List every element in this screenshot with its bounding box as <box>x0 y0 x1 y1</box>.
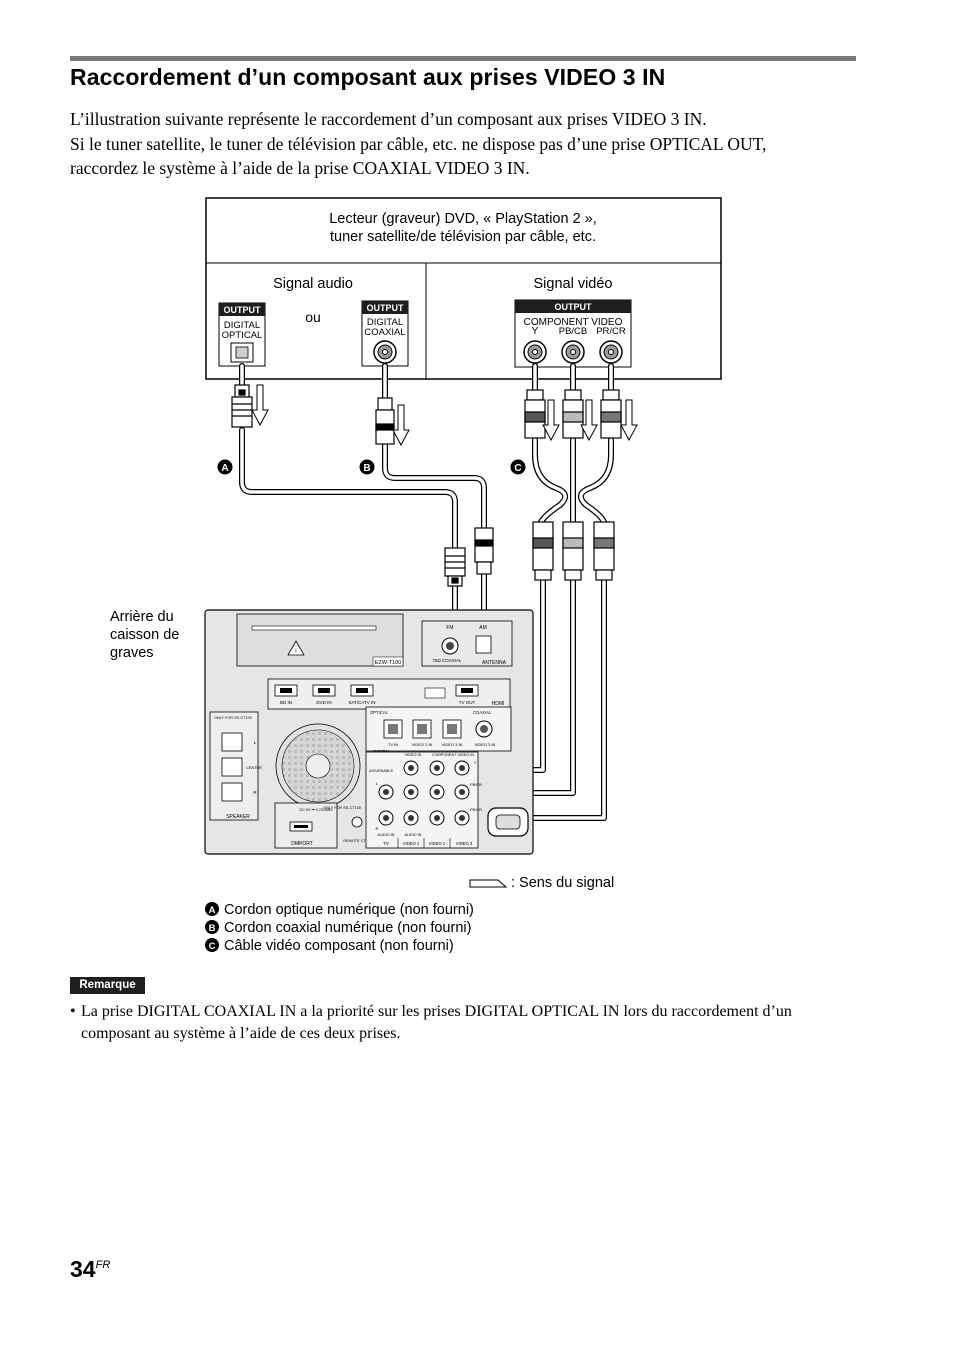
cables <box>239 363 614 821</box>
svg-text:C: C <box>514 463 521 474</box>
svg-text:PB/CB: PB/CB <box>470 783 482 787</box>
coaxial-output-jack: OUTPUT DIGITAL COAXIAL <box>361 300 409 367</box>
svg-text:caisson de: caisson de <box>110 627 179 643</box>
svg-text:TV OUT: TV OUT <box>459 700 476 705</box>
svg-text:PB/CB: PB/CB <box>559 326 588 337</box>
cable-legend: A Cordon optique numérique (non fourni) … <box>205 902 474 954</box>
svg-text:VIDEO IN: VIDEO IN <box>405 753 422 757</box>
svg-text:DIGITAL: DIGITAL <box>224 320 260 331</box>
svg-text:C: C <box>209 941 216 952</box>
svg-text:Y: Y <box>474 760 477 765</box>
intro-paragraph: L’illustration suivante représente le ra… <box>70 107 870 181</box>
signal-video-label: Signal vidéo <box>534 276 613 292</box>
note-body: La prise DIGITAL COAXIAL IN a la priorit… <box>81 1003 792 1042</box>
svg-text:EZW-T100: EZW-T100 <box>375 660 402 666</box>
svg-text:AUDIO IN: AUDIO IN <box>378 833 395 837</box>
svg-text:VIDEO 2: VIDEO 2 <box>429 841 446 846</box>
svg-text:SPEAKER: SPEAKER <box>226 814 250 820</box>
svg-text:: Sens du signal: : Sens du signal <box>511 875 614 891</box>
svg-text:Y: Y <box>532 326 539 337</box>
svg-text:ANTENNA: ANTENNA <box>482 660 507 666</box>
svg-text:COAXIAL: COAXIAL <box>364 327 405 338</box>
svg-text:A: A <box>221 463 228 474</box>
svg-text:COMPONENT VIDEO: COMPONENT VIDEO <box>524 317 623 328</box>
remarque-badge: Remarque <box>70 977 145 994</box>
svg-text:OUTPUT: OUTPUT <box>555 302 593 312</box>
svg-text:ASSIGNABLE: ASSIGNABLE <box>369 769 394 773</box>
svg-text:FM: FM <box>446 625 453 631</box>
svg-text:TV IN: TV IN <box>388 742 398 747</box>
svg-text:PR/CR: PR/CR <box>470 808 482 812</box>
source-title-1: Lecteur (graveur) DVD, « PlayStation 2 »… <box>329 211 597 227</box>
legend-a-text: Cordon optique numérique (non fourni) <box>224 902 474 918</box>
svg-text:VIDEO 3: VIDEO 3 <box>456 841 473 846</box>
source-title-2: tuner satellite/de télévision par câble,… <box>330 229 596 245</box>
svg-text:REMOTE CTRL: REMOTE CTRL <box>343 839 370 843</box>
svg-text:COMPONENT VIDEO IN: COMPONENT VIDEO IN <box>432 753 475 757</box>
svg-text:VIDEO 1: VIDEO 1 <box>403 841 420 846</box>
svg-text:OPTICAL: OPTICAL <box>222 330 263 341</box>
svg-text:graves: graves <box>110 645 154 661</box>
subwoofer-rear-panel: ! EZW-T100 FM AM 75Ω COAXIAL ANTENNA BD … <box>204 609 534 855</box>
svg-text:DIGITAL: DIGITAL <box>367 317 403 328</box>
svg-text:A: A <box>209 905 216 916</box>
svg-text:COAXIAL: COAXIAL <box>473 710 492 715</box>
cable-letter-markers: A B C <box>217 459 526 475</box>
svg-text:DIGITAL: DIGITAL <box>373 749 391 754</box>
page-language-suffix: FR <box>95 1259 111 1271</box>
svg-text:ONLY FOR SS-CT100: ONLY FOR SS-CT100 <box>323 806 361 810</box>
svg-text:TV: TV <box>383 841 389 846</box>
svg-text:DC 5V ⎓ 0.7A MAX: DC 5V ⎓ 0.7A MAX <box>299 808 333 812</box>
section-title: Raccordement d’un composant aux prises V… <box>70 64 666 90</box>
svg-text:DVD IN: DVD IN <box>316 700 331 705</box>
title-rule <box>70 56 856 61</box>
component-output-jacks: OUTPUT COMPONENT VIDEO Y PB/CB PR/CR <box>514 299 632 368</box>
signal-direction-arrows <box>251 384 638 447</box>
svg-text:VIDEO 3 IN: VIDEO 3 IN <box>442 742 463 747</box>
intro-line-3: raccordez le système à l’aide de la pris… <box>70 158 530 178</box>
svg-text:SAT/CATV IN: SAT/CATV IN <box>348 700 375 705</box>
svg-text:B: B <box>209 923 216 934</box>
svg-text:DMPORT: DMPORT <box>291 841 313 847</box>
cable-c-marker <box>510 459 526 475</box>
svg-text:L: L <box>376 781 379 786</box>
cable-b-marker <box>359 459 375 475</box>
intro-line-2: Si le tuner satellite, le tuner de télév… <box>70 133 767 154</box>
svg-text:ONLY FOR SS-CT100: ONLY FOR SS-CT100 <box>214 716 252 720</box>
svg-text:75Ω COAXIAL: 75Ω COAXIAL <box>432 658 462 663</box>
or-label: ou <box>305 309 321 325</box>
svg-text:R: R <box>253 790 257 795</box>
svg-text:L: L <box>254 740 257 745</box>
svg-text:OUTPUT: OUTPUT <box>224 305 262 315</box>
svg-text:BD IN: BD IN <box>280 700 292 705</box>
signal-legend: : Sens du signal <box>469 875 614 891</box>
legend-c-text: Câble vidéo composant (non fourni) <box>224 938 454 954</box>
source-device: Lecteur (graveur) DVD, « PlayStation 2 »… <box>205 197 722 380</box>
signal-audio-label: Signal audio <box>273 276 353 292</box>
cable-a-marker <box>217 459 233 475</box>
svg-text:OPTICAL: OPTICAL <box>370 710 389 715</box>
note-paragraph: • La prise DIGITAL COAXIAL IN a la prior… <box>70 1001 860 1045</box>
svg-text:PR/CR: PR/CR <box>596 326 626 337</box>
svg-text:OUTPUT: OUTPUT <box>367 303 405 313</box>
svg-text:AM: AM <box>479 625 487 631</box>
legend-b-text: Cordon coaxial numérique (non fourni) <box>224 920 471 936</box>
svg-text:Arrière du: Arrière du <box>110 609 174 625</box>
svg-text:!: ! <box>295 649 297 655</box>
svg-text:R: R <box>376 826 379 831</box>
svg-text:HDMI: HDMI <box>492 701 505 707</box>
svg-text:VIDEO 2 IN: VIDEO 2 IN <box>412 742 433 747</box>
svg-text:AUDIO IN: AUDIO IN <box>405 833 422 837</box>
svg-text:CENTER: CENTER <box>246 766 262 770</box>
page-number: 34FR <box>70 1256 111 1282</box>
note-bullet: • <box>70 1003 76 1020</box>
svg-text:B: B <box>363 463 370 474</box>
intro-line-1: L’illustration suivante représente le ra… <box>70 109 707 129</box>
optical-output-jack: OUTPUT DIGITAL OPTICAL <box>218 302 266 367</box>
cable-plugs <box>231 384 622 587</box>
subwoofer-label: Arrière du caisson de graves <box>110 609 179 661</box>
svg-text:VIDEO 3 IN: VIDEO 3 IN <box>475 742 496 747</box>
